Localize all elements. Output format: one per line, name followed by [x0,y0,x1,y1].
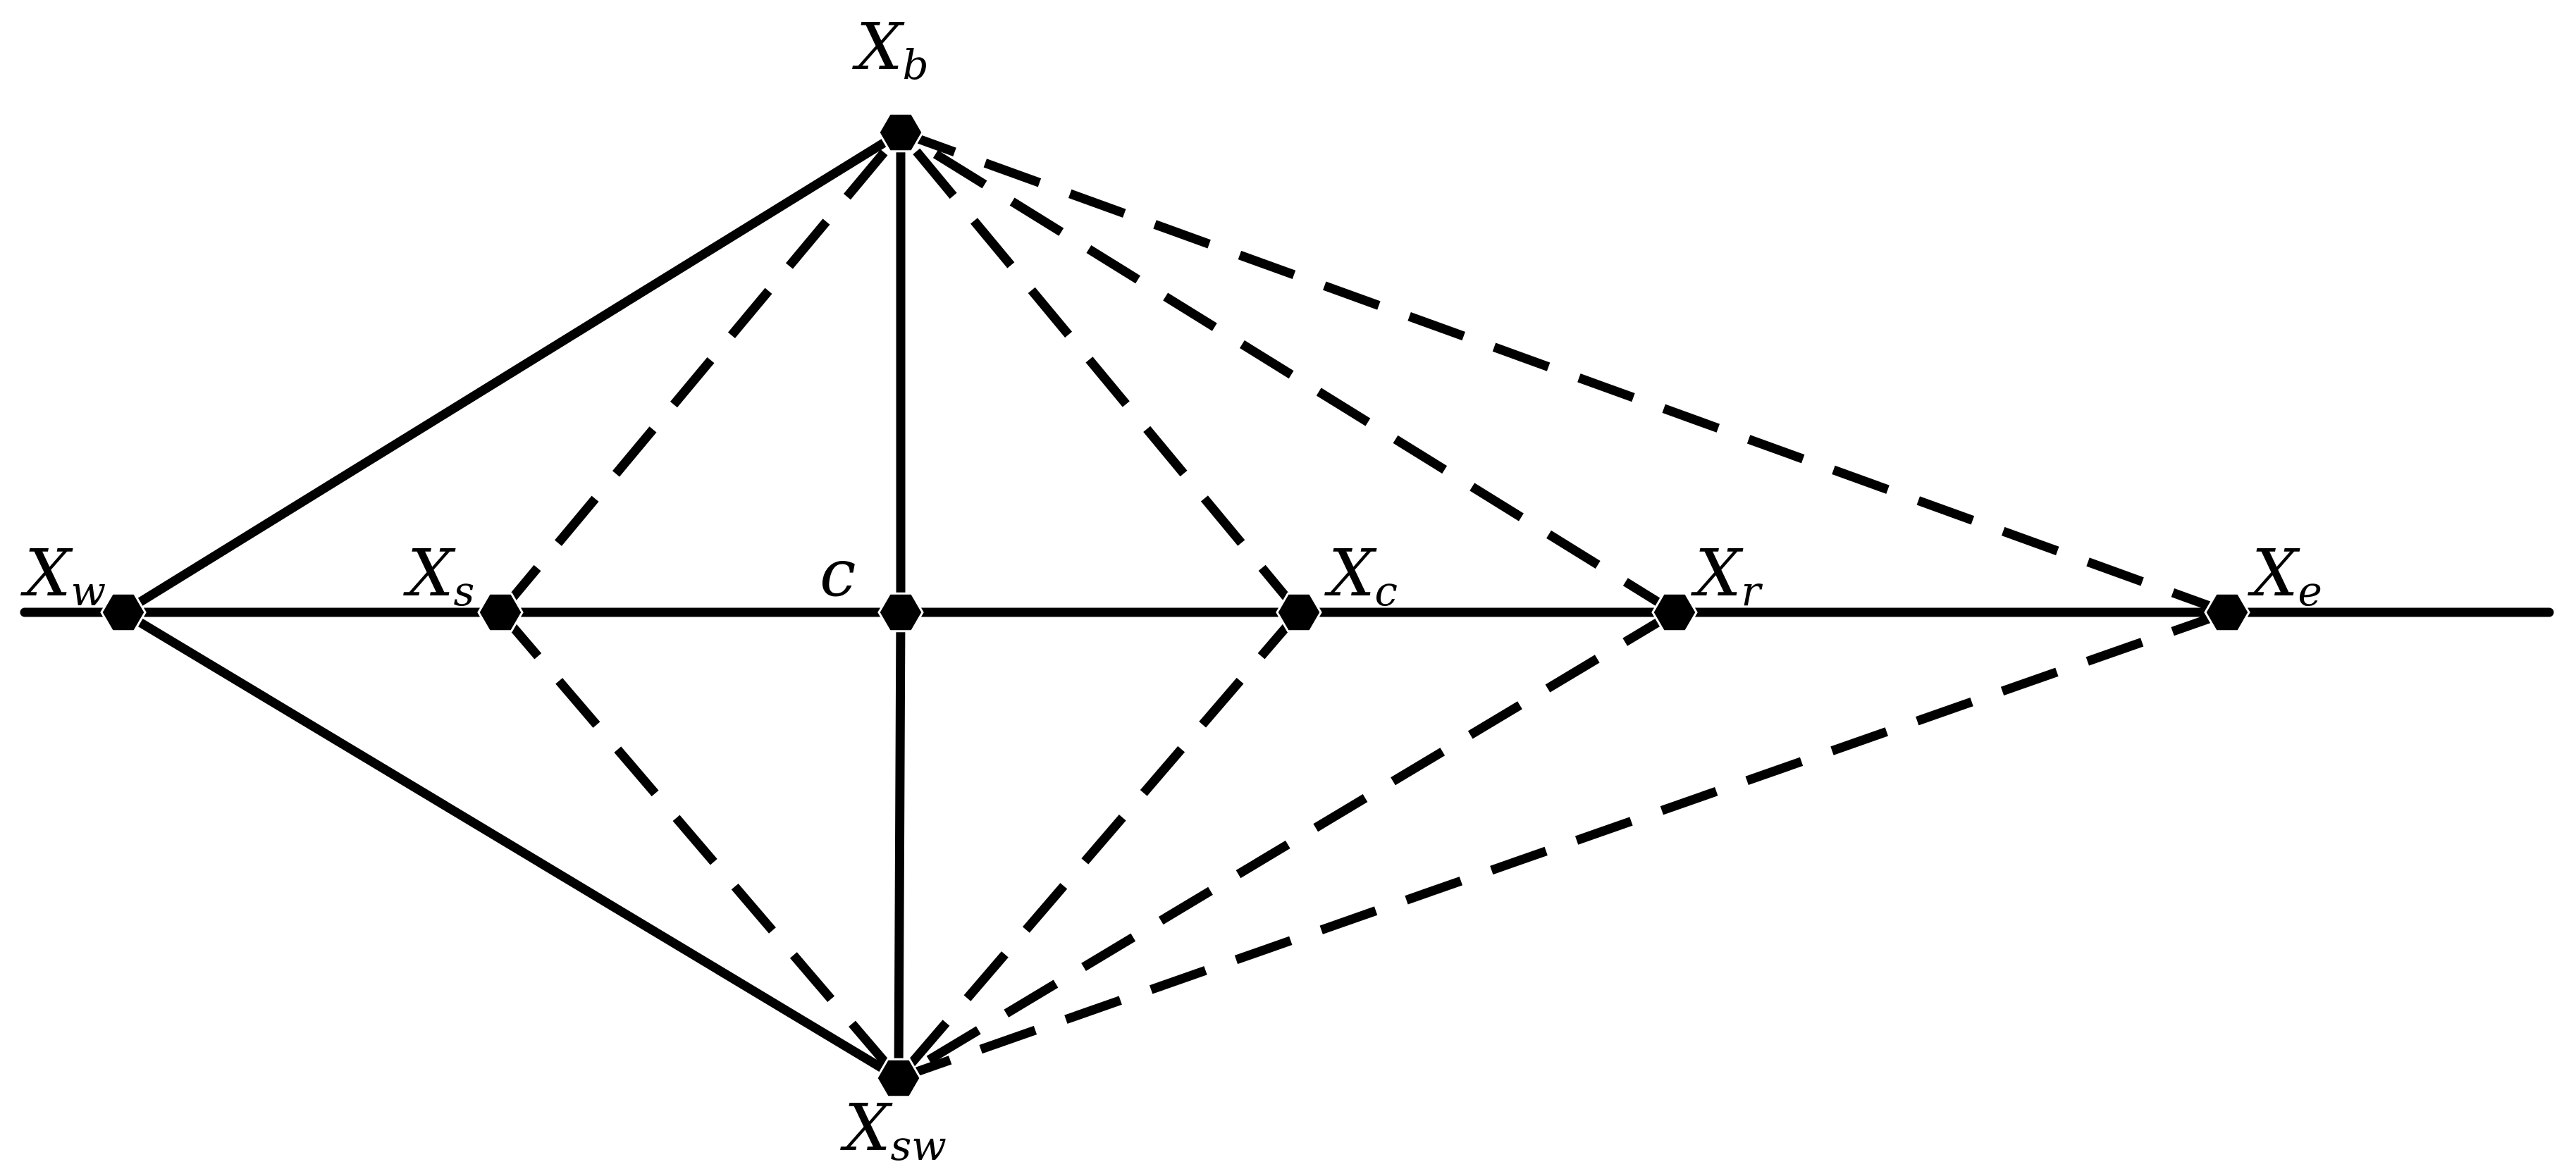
node-marker-xs [477,592,524,633]
edge-xs-xb [497,129,904,616]
label-xc: Xc [1324,536,1398,615]
edge-xr-xsw [896,608,1677,1082]
label-xsw: Xsw [840,1090,947,1169]
edge-xs-xsw [497,609,902,1082]
nodes-layer [100,112,2250,1099]
labels-layer: Xb Xw Xs c Xc Xr Xe Xsw [20,9,2322,1169]
node-marker-xsw [875,1058,922,1099]
edge-xw-xsw [118,607,904,1083]
edge-xc-xsw [895,609,1302,1082]
label-xw: Xw [20,536,106,615]
label-xb: Xb [852,9,929,89]
node-marker-c [877,592,924,633]
node-marker-xe [2204,592,2250,633]
label-xs: Xs [403,536,474,615]
node-marker-xb [877,112,924,153]
node-marker-xw [100,592,147,633]
node-marker-xc [1276,592,1322,633]
edge-xc-xb [896,129,1303,616]
node-marker-xr [1651,592,1698,633]
label-c: c [820,536,856,611]
edge-xr-xb [898,128,1677,617]
edge-xe-xsw [896,607,2229,1083]
edge-xw-xb [118,128,906,617]
edges-layer [20,128,2554,1083]
label-xe: Xe [2248,536,2322,615]
label-xr: Xr [1691,536,1763,615]
edge-c-xsw [894,607,906,1083]
edge-xe-xb [899,128,2229,617]
